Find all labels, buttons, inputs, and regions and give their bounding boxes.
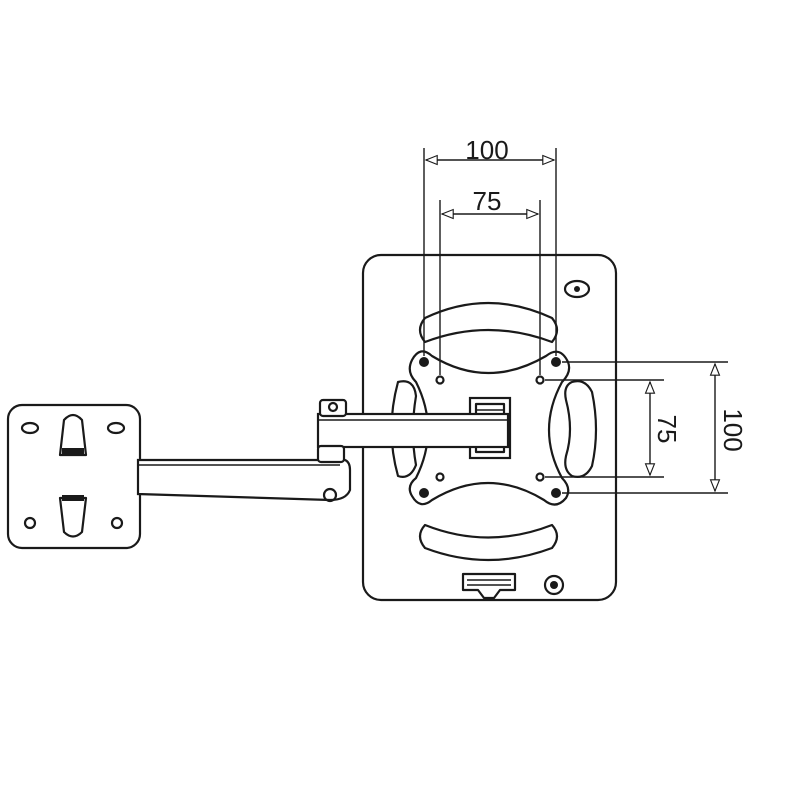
- dim-label-top-75: 75: [473, 186, 502, 216]
- vesa-100-hole-top-left: [419, 357, 429, 367]
- bracket-slot-bottom: [418, 523, 559, 562]
- dim-label-right-100: 100: [718, 408, 748, 451]
- vesa-100-hole-bottom-right: [551, 488, 561, 498]
- lower-arm-body: [136, 458, 352, 502]
- bracket-small-slot-dot: [574, 286, 580, 292]
- dim-right-100-bg: [718, 398, 748, 460]
- upper-arm-body: [316, 412, 510, 449]
- vesa-75-hole-bottom-right: [535, 472, 545, 482]
- dim-right-75-bg: [653, 408, 679, 450]
- wall-plate-slot-top-left: [20, 421, 40, 435]
- dim-label-right-75: 75: [652, 415, 682, 444]
- wall-plate-keyhole-top: [58, 413, 88, 457]
- vesa-100-hole-bottom-left: [419, 488, 429, 498]
- bracket-bottom-latch: [461, 572, 517, 600]
- upper-arm-pivot-cap: [318, 398, 348, 418]
- bracket-small-slot: [563, 279, 591, 299]
- bracket-knob: [543, 574, 565, 596]
- dim-top-75-bg: [466, 190, 508, 212]
- vesa-75-hole-top-right: [535, 375, 545, 385]
- bracket-slot-top: [418, 301, 559, 344]
- dim-top-100-bg: [458, 136, 514, 158]
- lower-arm-pivot: [322, 487, 338, 503]
- vesa-100-hole-top-right: [551, 357, 561, 367]
- bracket-knob-center: [550, 581, 558, 589]
- vesa-75-hole-bottom-left: [435, 472, 445, 482]
- wall-plate-hole-bottom-right: [110, 516, 124, 530]
- dimension-right: 100 75: [545, 361, 748, 494]
- wall-plate-slot-top-right: [106, 421, 126, 435]
- upper-arm: [316, 398, 510, 464]
- wall-plate-keyhole-bottom: [58, 496, 88, 538]
- dim-label-top-100: 100: [465, 135, 508, 165]
- upper-arm-pivot-bottom: [316, 444, 346, 464]
- dimension-top: 100 75: [423, 135, 557, 375]
- wall-plate-keyhole-bottom-lip: [62, 495, 84, 501]
- vesa-75-hole-top-left: [435, 375, 445, 385]
- upper-arm-pivot-bolt: [327, 401, 339, 413]
- lower-arm: [136, 458, 352, 503]
- wall-plate-keyhole-top-lip: [62, 448, 84, 454]
- wall-plate-hole-bottom-left: [23, 516, 37, 530]
- bracket-slot-right: [564, 380, 598, 478]
- wall-plate: [6, 403, 142, 550]
